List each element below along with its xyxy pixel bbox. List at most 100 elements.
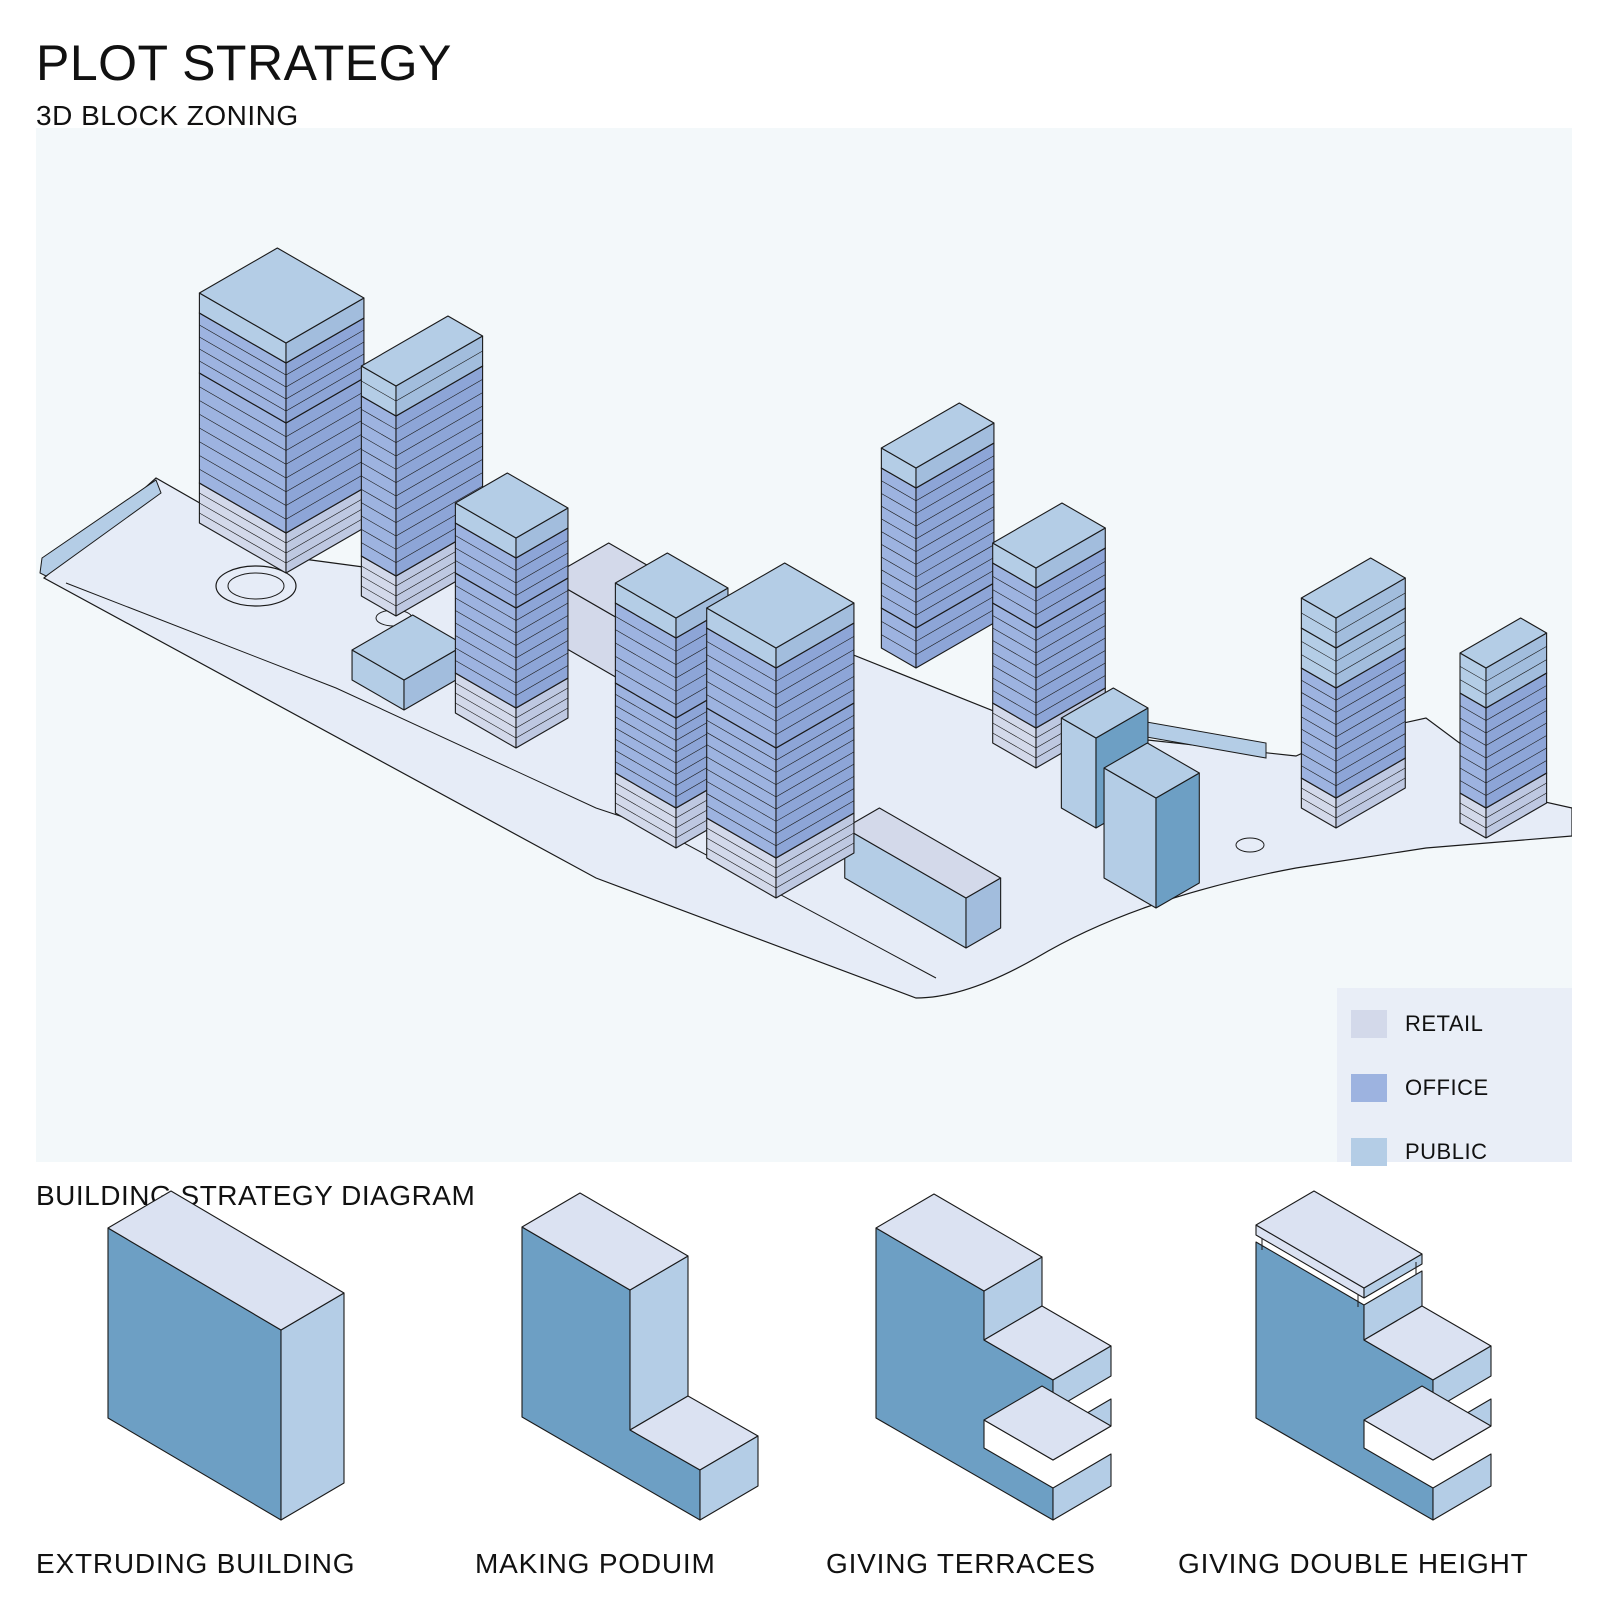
tower-a-floor-line (199, 413, 365, 465)
tower-a-floor-line (199, 468, 365, 520)
tower-g-floor-line (992, 650, 1106, 691)
double-height-roof (1255, 1190, 1423, 1289)
tower-c-floor-line (455, 660, 569, 696)
tower-g-layer (992, 502, 1106, 589)
tower-c-floor-line (455, 647, 569, 684)
tower-e-layer-roof (706, 562, 855, 649)
tower-c-floor-line (455, 702, 569, 739)
tower-h-floor-line (1301, 767, 1406, 809)
tower-f-floor-line (881, 468, 995, 514)
site-edge-colonnade (39, 479, 162, 577)
terraces-level-side (1052, 1453, 1112, 1521)
legend-item-public: PUBLIC (1351, 1136, 1487, 1168)
tower-f-layer-roof (880, 402, 995, 469)
tower-h-layer-roof (1300, 557, 1406, 619)
tower-h-floor-line (1301, 621, 1406, 662)
tower-a-floor-line (199, 455, 365, 506)
extrude-side-face (280, 1292, 345, 1521)
diagram-terraces (875, 1193, 1112, 1521)
double-height-recess (1363, 1385, 1492, 1461)
diagram-extruding (107, 1190, 345, 1521)
tower-h-floor-line (1301, 708, 1406, 750)
tower-c-floor-line (455, 585, 569, 621)
tower-a-floor-line (199, 324, 365, 376)
tower-f-floor-line (881, 570, 995, 616)
public-cube-b-roof (1103, 742, 1200, 799)
tower-c-layer-roof (454, 472, 569, 539)
pavilion-roof (351, 614, 466, 681)
tower-h-floor-line (1301, 721, 1406, 762)
tower-h-floor-line (1301, 672, 1406, 713)
tower-b-floor-line (361, 545, 483, 597)
tower-c-floor-line (455, 635, 569, 671)
low-retail-block-roof (844, 807, 1002, 899)
tower-e-floor-line (706, 800, 855, 847)
strategy-title: BUILDING STRATEGY DIAGRAM (36, 1180, 476, 1211)
step-caption-double-height: GIVING DOUBLE HEIGHT (1178, 1548, 1529, 1579)
page-subtitle: 3D BLOCK ZONING (36, 100, 299, 131)
tower-f-floor-line (881, 519, 995, 565)
tower-g-floor-line (992, 561, 1106, 602)
tower-c-floor-line (455, 622, 569, 659)
tower-f-floor-line (881, 531, 995, 578)
amphitheatre (215, 565, 297, 607)
public-cube-a-roof (1060, 687, 1149, 739)
tower-a-floor-line (199, 348, 365, 400)
tower-e-floor-line (706, 751, 855, 798)
amphitheatre-ring (227, 572, 285, 600)
tower-e-floor-line (706, 788, 855, 834)
tower-g-floor-line (992, 637, 1106, 679)
tower-e-floor-line (706, 662, 855, 709)
tower-c-floor-line (455, 547, 569, 584)
legend-item-retail: RETAIL (1351, 1008, 1483, 1040)
tower-e-floor-line (706, 842, 855, 889)
site-zoning-panel (36, 128, 1572, 1162)
tower-i-floor-line (1459, 646, 1547, 682)
tower-a-floor-line (199, 492, 365, 544)
tower-i-floor-line (1459, 697, 1547, 734)
tower-h-floor-line (1301, 684, 1406, 726)
tower-f-layer-face-left (880, 467, 917, 629)
tower-c-floor-line (455, 692, 569, 729)
pavilion (351, 614, 466, 711)
roundabout (1235, 837, 1265, 853)
tower-g-floor-line (992, 662, 1106, 704)
legend-label-office: OFFICE (1405, 1075, 1489, 1100)
tower-e-floor-line (706, 776, 855, 822)
tower-a-layer (198, 247, 365, 364)
tower-h-floor-line (1301, 659, 1406, 701)
podium-base-side (699, 1435, 759, 1521)
tower-f-floor-line (881, 480, 995, 527)
tower-g-layer-roof (992, 502, 1106, 569)
strategy-diagrams (107, 1190, 1492, 1521)
tower-i-floor-line (1459, 722, 1547, 759)
tower-h-floor-line (1301, 634, 1406, 676)
legend-label-public: PUBLIC (1405, 1139, 1488, 1164)
tower-h-floor-line (1301, 777, 1406, 819)
tower-g-floor-line (992, 574, 1106, 616)
tower-h-floor-line (1301, 733, 1406, 774)
double-height-level-side (1432, 1453, 1492, 1521)
tower-i-floor-line (1459, 685, 1547, 721)
tower-b-floor-line (361, 485, 483, 537)
tower-e-floor-line (706, 822, 855, 869)
tower-b-floor-line (361, 379, 483, 430)
tower-a-floor-line (199, 400, 365, 451)
tower-f-floor-line (881, 455, 995, 502)
tower-b-floor-line (361, 512, 483, 564)
tower-g-floor-line (992, 612, 1106, 654)
tower-d-layer (614, 552, 729, 639)
tower-b-floor-line (361, 432, 483, 484)
tower-b-floor-line (361, 499, 483, 550)
tower-a-floor-line (199, 336, 365, 388)
tower-c-floor-line (455, 682, 569, 719)
diagram-podium (521, 1192, 759, 1521)
tower-i-floor-line (1459, 659, 1547, 696)
tower-e-floor-line (706, 832, 855, 879)
tower-f-layer (880, 402, 995, 489)
tower-c-floor-line (455, 597, 569, 634)
tower-e-floor-line (706, 649, 855, 696)
legend-item-office: OFFICE (1351, 1072, 1489, 1104)
tower-e-floor-line (706, 714, 855, 761)
extrude-roof (107, 1190, 345, 1331)
